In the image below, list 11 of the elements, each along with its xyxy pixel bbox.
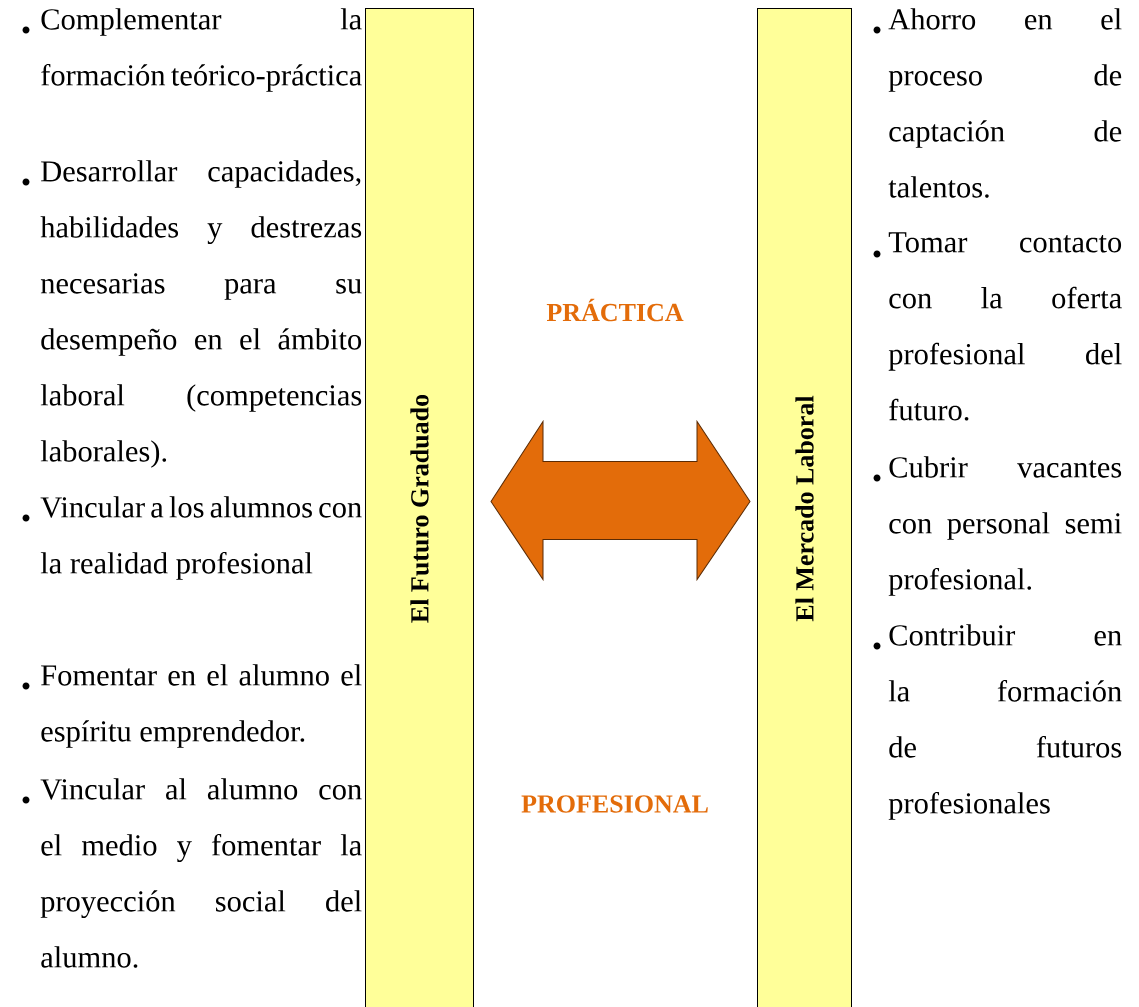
bullet-item: Cubrir vacantes con personal semi profesional. (888, 456, 1122, 596)
bar-label: El Mercado Laboral (795, 395, 814, 622)
double-arrow (490, 421, 751, 580)
bullet-item: Contribuir en la formación de futuros profesionales (888, 624, 1122, 820)
bullet-item: Tomar contacto con la oferta profesional del futuro. (888, 232, 1122, 421)
bar-label: El Futuro Graduado (410, 394, 429, 623)
bullet-item: Ahorro en el proceso de captación de talentos. (888, 8, 1122, 198)
arrow-caption: PROFESIONAL (521, 795, 708, 813)
vertical-bar (757, 8, 852, 1007)
arrow-caption: PRÁCTICA (546, 298, 684, 322)
vertical-bar (365, 8, 474, 1007)
